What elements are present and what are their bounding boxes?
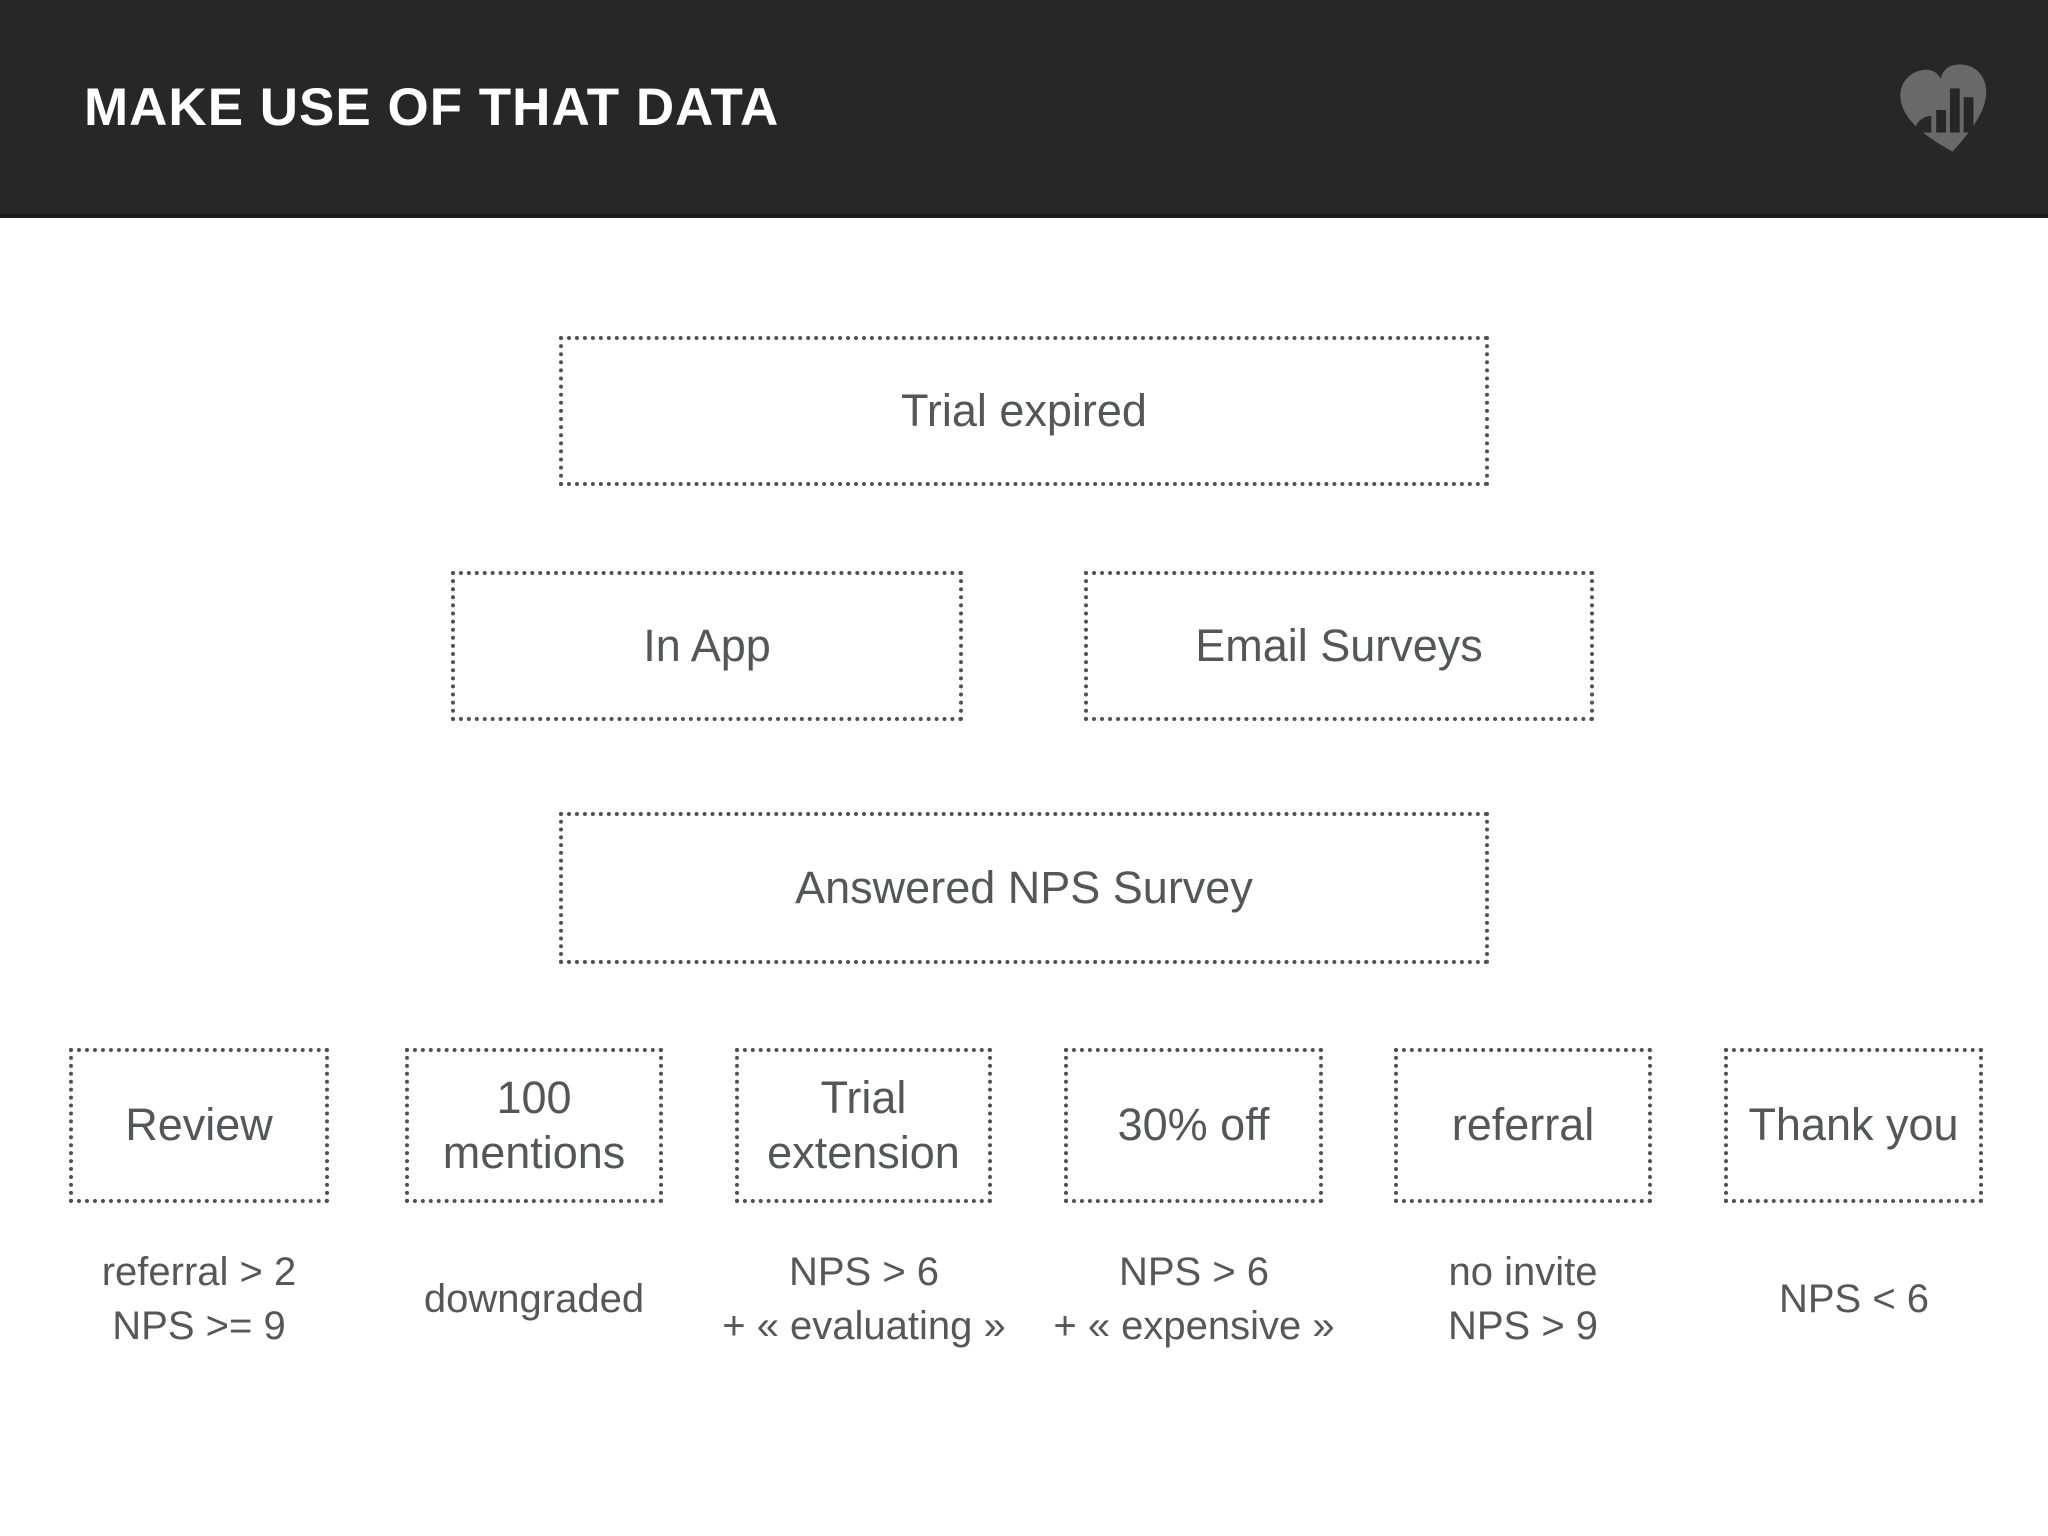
heart-bar-chart-logo-icon xyxy=(1900,64,1987,152)
caption-referral: no invite NPS > 9 xyxy=(1333,1238,1713,1360)
caption-line: + « expensive » xyxy=(1053,1304,1335,1348)
caption-line: downgraded xyxy=(423,1277,645,1321)
node-referral: referral xyxy=(1394,1048,1652,1203)
caption-trial-extension: NPS > 6 + « evaluating » xyxy=(674,1238,1054,1360)
caption-thank-you: NPS < 6 xyxy=(1664,1238,2044,1360)
node-label: Trial extension xyxy=(767,1071,960,1178)
caption-line: NPS < 6 xyxy=(1778,1277,1930,1321)
node-label: Email Surveys xyxy=(1195,619,1483,671)
caption-30-percent-off: NPS > 6 + « expensive » xyxy=(1004,1238,1384,1360)
node-label: referral xyxy=(1451,1099,1595,1151)
node-email-surveys: Email Surveys xyxy=(1084,571,1594,721)
node-30-percent-off: 30% off xyxy=(1064,1048,1323,1203)
caption-line: NPS >= 9 xyxy=(112,1304,286,1348)
caption-line: no invite xyxy=(1448,1250,1598,1294)
caption-line: NPS > 6 xyxy=(1118,1250,1270,1294)
header-bar: MAKE USE OF THAT DATA xyxy=(0,0,2048,218)
node-answered-nps-survey: Answered NPS Survey xyxy=(559,812,1489,964)
node-trial-extension: Trial extension xyxy=(735,1048,992,1203)
caption-line: NPS > 6 xyxy=(788,1250,940,1294)
node-100-mentions: 100 mentions xyxy=(405,1048,663,1203)
node-label: Trial expired xyxy=(901,384,1147,436)
caption-100-mentions: downgraded xyxy=(344,1238,724,1360)
node-label: Answered NPS Survey xyxy=(795,861,1253,913)
slide-title: MAKE USE OF THAT DATA xyxy=(84,77,780,137)
node-label: 100 mentions xyxy=(442,1071,626,1178)
caption-line: referral > 2 xyxy=(101,1250,297,1294)
node-label: Review xyxy=(125,1099,273,1151)
caption-line: + « evaluating » xyxy=(722,1304,1006,1348)
node-label: Thank you xyxy=(1748,1099,1959,1151)
node-review: Review xyxy=(69,1048,329,1203)
node-trial-expired: Trial expired xyxy=(559,336,1489,486)
caption-review: referral > 2 NPS >= 9 xyxy=(9,1238,389,1360)
node-label: In App xyxy=(643,619,771,671)
node-in-app: In App xyxy=(451,571,963,721)
caption-line: NPS > 9 xyxy=(1447,1304,1599,1348)
node-label: 30% off xyxy=(1117,1099,1270,1151)
node-thank-you: Thank you xyxy=(1724,1048,1983,1203)
